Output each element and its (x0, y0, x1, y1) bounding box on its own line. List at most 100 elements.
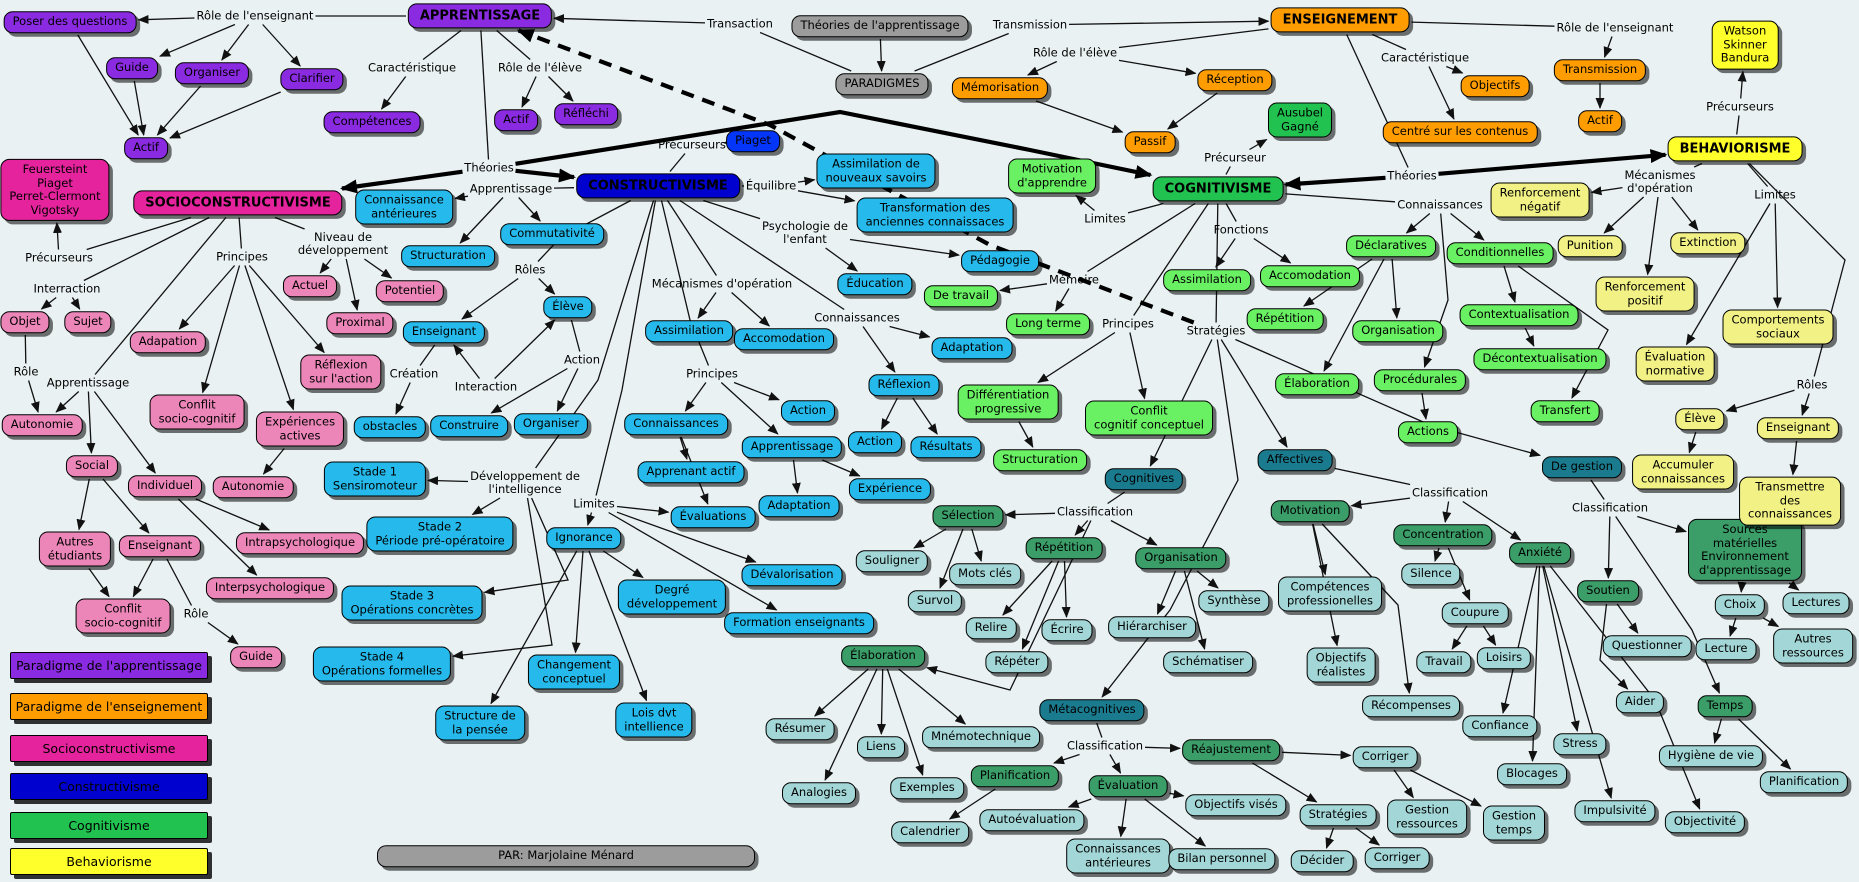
node-changement[interactable]: Changement conceptuel (527, 654, 621, 690)
node-liens[interactable]: Liens (857, 736, 905, 758)
node-poser[interactable]: Poser des questions (3, 11, 137, 33)
node-degre-dev[interactable]: Degré développement (617, 579, 727, 615)
node-temps[interactable]: Temps (1697, 695, 1753, 717)
node-autonomie2[interactable]: Autonomie (212, 476, 294, 498)
node-gestion-temps[interactable]: Gestion temps (1482, 805, 1546, 841)
node-commutativite[interactable]: Commutativité (500, 223, 604, 245)
node-accomodation-g[interactable]: Accomodation (1260, 265, 1360, 287)
node-watson[interactable]: Watson Skinner Bandura (1711, 20, 1779, 70)
node-objectifs-real[interactable]: Objectifs réalistes (1306, 647, 1376, 683)
node-actif-o[interactable]: Actif (1578, 110, 1622, 132)
node-silence[interactable]: Silence (1401, 563, 1461, 585)
node-centre-contenus[interactable]: Centré sur les contenus (1382, 121, 1538, 143)
node-mnemotechnique[interactable]: Mnémotechnique (922, 726, 1040, 748)
node-competences-pro[interactable]: Compétences professionelles (1278, 576, 1382, 612)
node-proximal[interactable]: Proximal (326, 312, 394, 334)
node-long-terme[interactable]: Long terme (1006, 313, 1090, 335)
node-lois-dvt[interactable]: Lois dvt intellience (615, 702, 693, 738)
node-adaptation2[interactable]: Adaptation (758, 495, 840, 517)
node-analogies[interactable]: Analogies (782, 782, 856, 804)
node-piaget[interactable]: Piaget (726, 130, 780, 152)
node-comportements[interactable]: Comportements sociaux (1722, 309, 1834, 345)
node-organiser-p[interactable]: Organiser (174, 62, 250, 84)
node-resultats[interactable]: Résultats (910, 436, 982, 458)
node-eval-normative[interactable]: Évaluation normative (1635, 346, 1715, 382)
node-actif-p1[interactable]: Actif (124, 137, 168, 159)
node-renf-positif[interactable]: Renforcement positif (1595, 276, 1695, 312)
node-eleve-c[interactable]: Élève (543, 296, 593, 318)
node-transmission-o[interactable]: Transmission (1553, 59, 1647, 81)
node-memorisation[interactable]: Mémorisation (951, 77, 1049, 99)
node-reflechi[interactable]: Réfléchi (554, 103, 618, 125)
node-repeter[interactable]: Répéter (985, 651, 1049, 673)
node-connaissances-ant2[interactable]: Connaissances antérieures (1066, 838, 1170, 874)
node-autres-etudiants[interactable]: Autres étudiants (38, 531, 112, 567)
node-individuel[interactable]: Individuel (127, 475, 203, 497)
node-reflexion-c[interactable]: Réflexion (868, 374, 940, 396)
node-enseignant-c[interactable]: Enseignant (402, 321, 486, 343)
node-cognitives[interactable]: Cognitives (1104, 468, 1184, 490)
node-hierarchiser[interactable]: Hiérarchiser (1108, 616, 1196, 638)
node-survol[interactable]: Survol (907, 590, 963, 612)
node-adaptation1[interactable]: Adaptation (931, 337, 1013, 359)
node-connaissance-ant[interactable]: Connaissance antérieures (355, 189, 453, 225)
node-autoevaluation[interactable]: Autoévaluation (979, 809, 1085, 831)
node-evaluation-dg[interactable]: Évaluation (1088, 775, 1168, 797)
node-conflit-sc1[interactable]: Conflit socio-cognitif (149, 394, 245, 430)
node-renf-negatif[interactable]: Renforcement négatif (1490, 182, 1590, 218)
node-apprentissage[interactable]: APPRENTISSAGE (407, 3, 553, 29)
node-objectifs-o[interactable]: Objectifs (1460, 75, 1530, 97)
node-bilan[interactable]: Bilan personnel (1168, 848, 1276, 870)
node-anxiete[interactable]: Anxiété (1509, 542, 1571, 564)
node-coupure[interactable]: Coupure (1441, 602, 1509, 624)
node-obstacles[interactable]: obstacles (353, 416, 427, 438)
node-theories-app[interactable]: Théories de l'apprentissage (791, 15, 969, 37)
node-objectifs-vises[interactable]: Objectifs visés (1185, 794, 1287, 816)
node-concentration[interactable]: Concentration (1393, 524, 1493, 546)
node-autres-res[interactable]: Autres ressources (1773, 628, 1853, 664)
node-souligner[interactable]: Souligner (855, 550, 929, 572)
node-cognitivisme[interactable]: COGNITIVISME (1152, 176, 1284, 202)
node-eleve-y[interactable]: Élève (1675, 408, 1725, 430)
node-procedurales[interactable]: Procédurales (1373, 369, 1467, 391)
node-calendrier[interactable]: Calendrier (891, 821, 969, 843)
node-aider[interactable]: Aider (1615, 691, 1665, 713)
node-soutien[interactable]: Soutien (1577, 580, 1639, 602)
node-actions-g[interactable]: Actions (1397, 421, 1459, 443)
node-behaviorisme[interactable]: BEHAVIORISME (1667, 136, 1803, 162)
node-decider[interactable]: Décider (1290, 850, 1354, 872)
node-exemples[interactable]: Exemples (890, 777, 964, 799)
node-accumuler[interactable]: Accumuler connaissances (1632, 454, 1734, 490)
node-resumer[interactable]: Résumer (765, 718, 835, 740)
node-sources[interactable]: Sources matérielles Environnement d'appr… (1688, 518, 1802, 582)
node-assimilation-c[interactable]: Assimilation (645, 320, 733, 342)
node-travail[interactable]: Travail (1416, 651, 1472, 673)
node-formation[interactable]: Formation enseignants (724, 612, 874, 634)
node-guide-pk[interactable]: Guide (230, 646, 282, 668)
node-structure-pensee[interactable]: Structure de la pensée (435, 705, 525, 741)
node-connaissances-b[interactable]: Connaissances (624, 413, 728, 435)
node-experiences[interactable]: Expériences actives (255, 411, 345, 447)
node-reception[interactable]: Réception (1197, 69, 1273, 91)
node-conflit-cc[interactable]: Conflit cognitif conceptuel (1085, 400, 1213, 436)
node-affectives[interactable]: Affectives (1257, 449, 1333, 471)
node-punition[interactable]: Punition (1557, 235, 1623, 257)
node-adapation[interactable]: Adapation (129, 331, 207, 353)
node-transformation[interactable]: Transformation des anciennes connaissace… (856, 197, 1014, 233)
node-corriger-b[interactable]: Corriger (1364, 847, 1430, 869)
node-actuel[interactable]: Actuel (282, 275, 338, 297)
node-choix[interactable]: Choix (1714, 594, 1766, 616)
node-stade1[interactable]: Stade 1 Sensiromoteur (323, 461, 427, 497)
node-sujet[interactable]: Sujet (64, 311, 112, 333)
node-gestion-res[interactable]: Gestion ressources (1387, 799, 1467, 835)
node-corriger-m[interactable]: Corriger (1352, 746, 1418, 768)
node-de-gestion[interactable]: De gestion (1542, 456, 1622, 478)
node-clarifier[interactable]: Clarifier (280, 68, 344, 90)
node-paradigmes[interactable]: PARADIGMES (835, 73, 929, 95)
node-planification-dg[interactable]: Planification (970, 765, 1060, 787)
node-reajustement[interactable]: Réajustement (1182, 739, 1280, 761)
node-decontextualisation[interactable]: Décontextualisation (1473, 348, 1607, 370)
node-experience[interactable]: Expérience (848, 478, 932, 500)
node-transmettre[interactable]: Transmettre des connaissances (1739, 476, 1841, 526)
node-ignorance[interactable]: Ignorance (546, 527, 622, 549)
